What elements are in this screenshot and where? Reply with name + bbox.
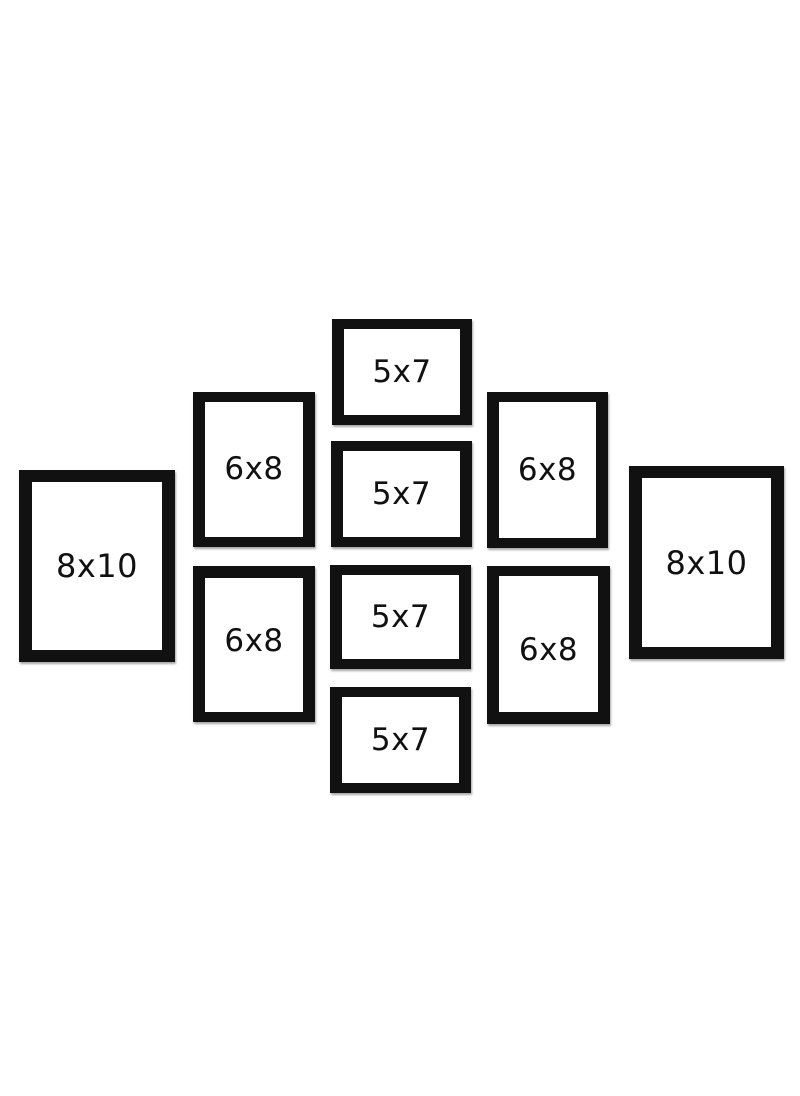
frame-5x7-bottom: 5x7 xyxy=(330,687,471,793)
frame-8x10-left: 8x10 xyxy=(19,470,175,662)
frame-size-label: 5x7 xyxy=(370,721,431,758)
frame-6x8-bottom-left: 6x8 xyxy=(193,566,315,722)
frame-size-label: 5x7 xyxy=(370,598,431,635)
frame-6x8-top-left: 6x8 xyxy=(193,392,315,547)
frame-6x8-top-right: 6x8 xyxy=(487,392,608,548)
frame-5x7-upper-middle: 5x7 xyxy=(331,441,472,547)
frame-size-label: 6x8 xyxy=(224,622,284,659)
frame-size-label: 6x8 xyxy=(224,451,284,487)
frame-size-label: 8x10 xyxy=(55,547,138,585)
frame-size-label: 5x7 xyxy=(372,353,432,390)
frame-6x8-bottom-right: 6x8 xyxy=(487,566,610,724)
frame-8x10-right: 8x10 xyxy=(629,466,784,659)
frame-size-label: 6x8 xyxy=(518,631,579,668)
frame-5x7-top: 5x7 xyxy=(332,319,472,425)
frame-size-label: 6x8 xyxy=(517,451,578,488)
frame-size-label: 8x10 xyxy=(665,543,748,582)
frame-5x7-lower-middle: 5x7 xyxy=(330,565,471,669)
frame-size-label: 5x7 xyxy=(371,475,432,512)
